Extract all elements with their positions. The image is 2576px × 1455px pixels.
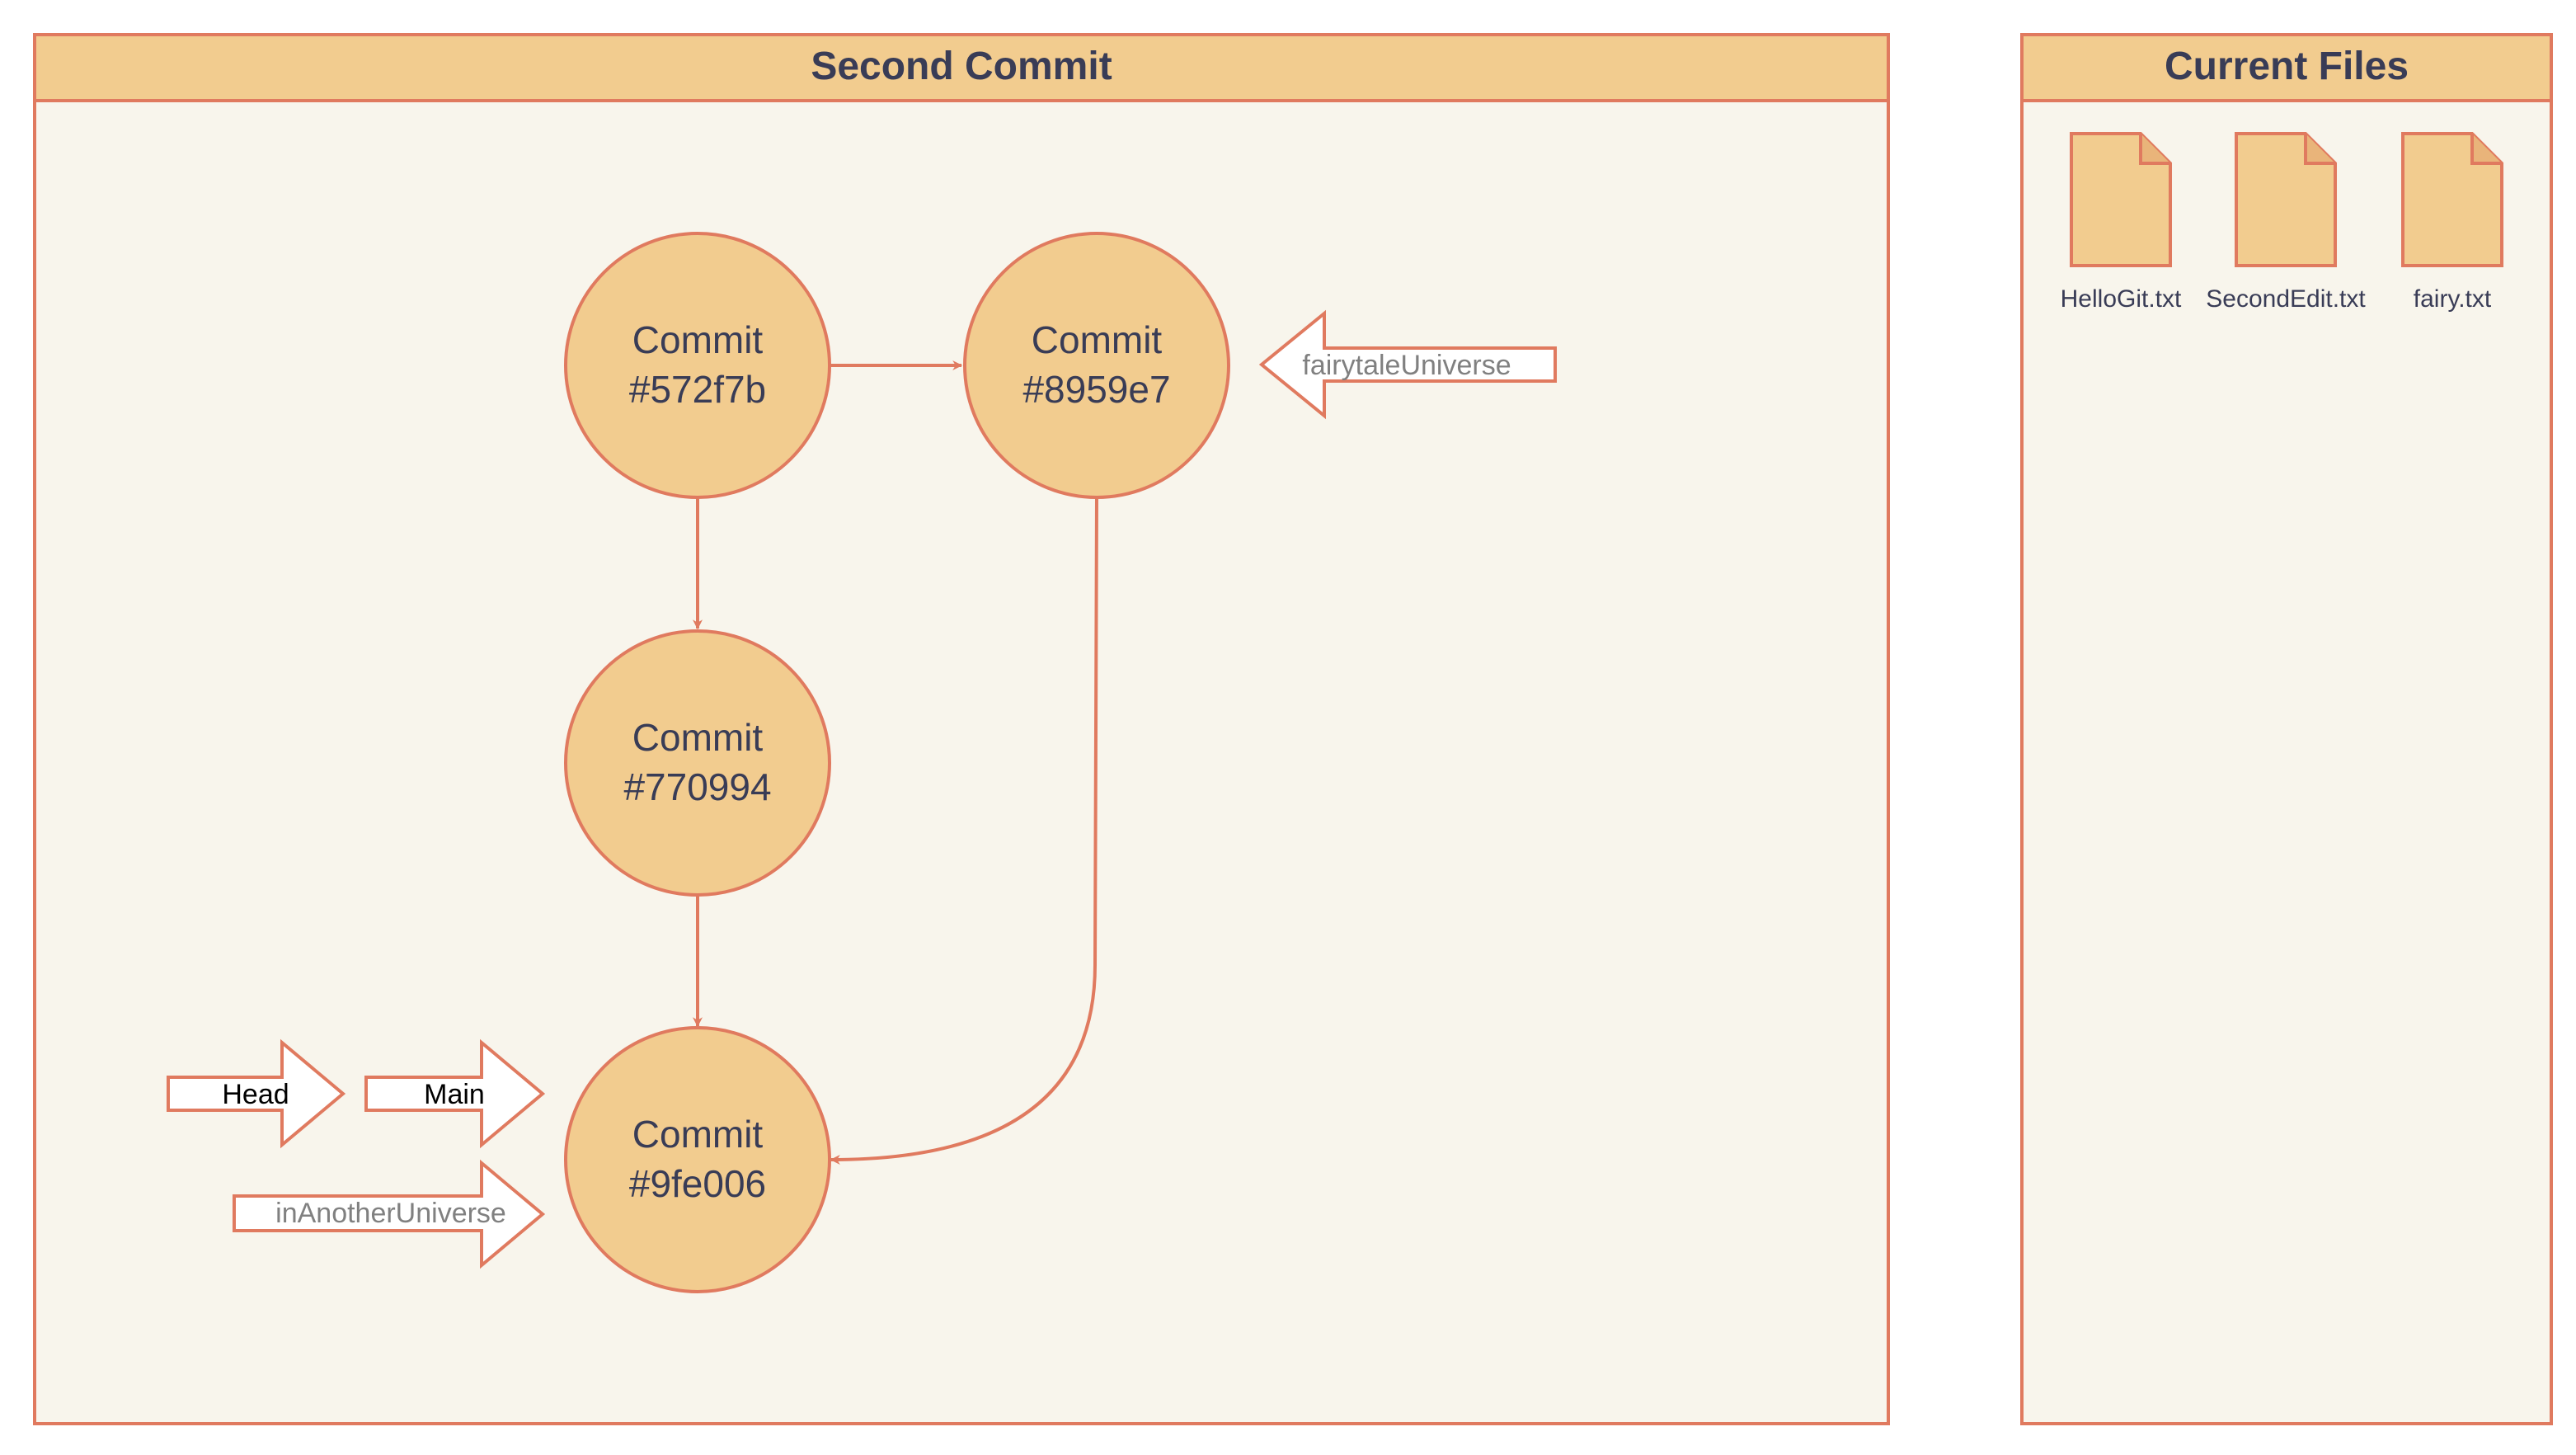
file-item-secondedit[interactable]: SecondEdit.txt (2206, 132, 2366, 313)
file-icon (2401, 132, 2503, 267)
right-arrow-icon (233, 1159, 546, 1269)
commit-circle (564, 1026, 831, 1293)
ref-label-head: Head (222, 1079, 289, 1110)
file-item-fairy[interactable]: fairy.txt (2401, 132, 2503, 313)
edge-8959e7-to-9fe006 (830, 497, 1098, 1165)
history-panel-header (33, 33, 1890, 102)
ref-arrow-head[interactable]: Head (167, 1038, 346, 1149)
commit-circle (564, 232, 831, 499)
commit-label: Commit (632, 318, 764, 361)
commit-hash: #770994 (623, 765, 771, 808)
file-label: fairy.txt (2414, 285, 2492, 313)
ref-arrow-main[interactable]: Main (364, 1038, 546, 1149)
file-label: HelloGit.txt (2061, 285, 2182, 313)
ref-label-fairytaleuniverse: fairytaleUniverse (1302, 350, 1511, 381)
ref-arrow-fairytaleuniverse[interactable]: fairytaleUniverse (1258, 309, 1557, 420)
history-panel: Second Commit (33, 33, 1890, 1425)
commit-hash: #9fe006 (629, 1162, 766, 1205)
right-arrow-icon (167, 1038, 346, 1149)
files-panel-header (2020, 33, 2553, 102)
file-icon (2235, 132, 2337, 267)
commit-hash: #8959e7 (1022, 368, 1170, 411)
commit-circle (564, 629, 831, 897)
commit-circle (963, 232, 1230, 499)
commit-node-8959e7[interactable]: Commit #8959e7 (963, 232, 1230, 499)
left-arrow-icon (1258, 309, 1557, 420)
history-panel-title: Second Commit (811, 45, 1112, 88)
ref-arrow-inanotheruniverse[interactable]: inAnotherUniverse (233, 1159, 546, 1269)
files-panel-title: Current Files (2165, 45, 2409, 88)
file-item-hellogit[interactable]: HelloGit.txt (2061, 132, 2182, 313)
file-icon-fold (2470, 134, 2502, 165)
right-arrow-icon (364, 1038, 546, 1149)
commit-node-770994[interactable]: Commit #770994 (564, 629, 831, 897)
commit-label: Commit (1032, 318, 1163, 361)
file-icon (2070, 132, 2172, 267)
history-panel-body (33, 33, 1890, 1425)
commit-label: Commit (632, 1113, 764, 1156)
commit-node-572f7b[interactable]: Commit #572f7b (564, 232, 831, 499)
commit-hash: #572f7b (629, 368, 766, 411)
commit-node-9fe006[interactable]: Commit #9fe006 (564, 1026, 831, 1293)
file-icon-fold (2304, 134, 2335, 165)
ref-label-inanotheruniverse: inAnotherUniverse (275, 1198, 506, 1229)
files-panel: Current Files HelloGit.txt SecondEdit.tx… (2020, 33, 2553, 1425)
file-label: SecondEdit.txt (2206, 285, 2366, 313)
ref-label-main: Main (424, 1079, 485, 1110)
edges (693, 360, 1098, 1165)
file-icon-fold (2139, 134, 2170, 165)
commit-label: Commit (632, 716, 764, 759)
